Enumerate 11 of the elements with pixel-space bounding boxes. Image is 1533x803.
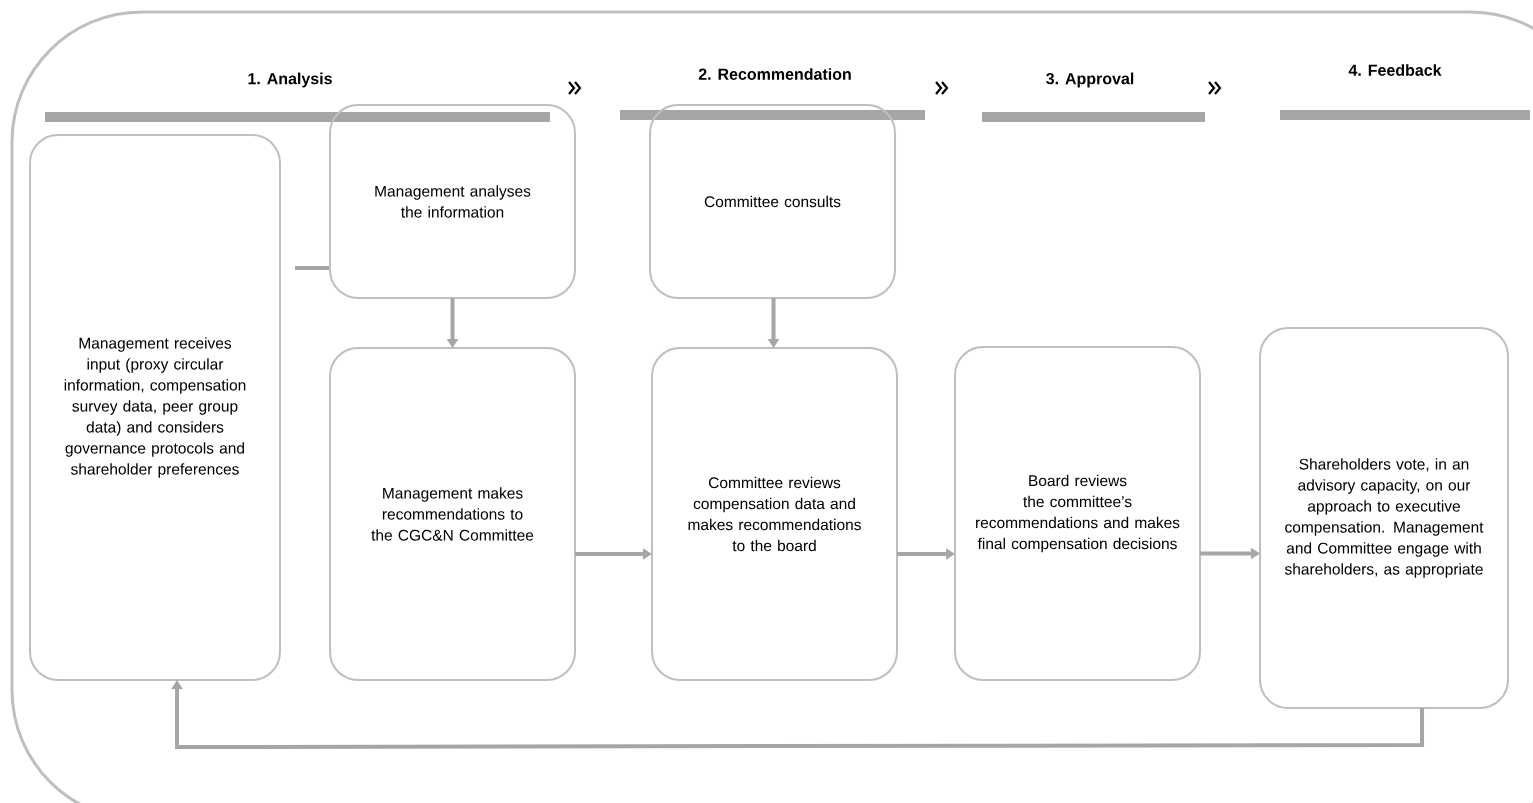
process-box: Management receives input (proxy circular information, compensation survey data, peer group data) and considers governance protocols and shareholder preferences <box>29 134 281 681</box>
phase-heading: 4. Feedback <box>1348 64 1442 76</box>
process-box: Management makes recommendations to the CGC&N Committee <box>329 347 576 681</box>
process-box: Committee consults <box>649 104 896 299</box>
process-box: Shareholders vote, in an advisory capacity, on our approach to executive compensation. Management and Committee engage with shareholders, as appropriate <box>1259 327 1509 709</box>
phase-heading: 2. Recommendation <box>698 68 851 80</box>
process-box: Management analyses the information <box>329 104 576 299</box>
phase-heading: 3. Approval <box>1046 72 1134 88</box>
process-box: Committee reviews compensation data and makes recommendations to the board <box>651 347 898 681</box>
phase-heading: 1. Analysis <box>248 72 332 88</box>
process-box: Board reviews the committee’s recommendations and makes final compensation decisions <box>954 346 1201 681</box>
